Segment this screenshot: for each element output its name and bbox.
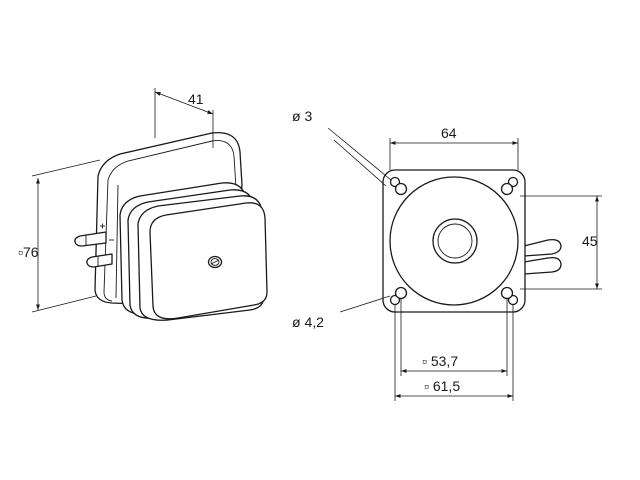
dim-width-front: 64 [441,125,457,141]
perspective-view: 41 ▫76 [18,88,268,321]
dim-hole-spacing-inner: ▫ 53,7 [422,353,458,369]
dim-hole-small: ø 3 [292,108,312,124]
mount-holes-top-right [500,176,519,196]
front-view: ø 3 ø 4,2 64 45 ▫ 53,7 ▫ 61,5 [292,108,602,401]
nozzle-lower [86,253,113,268]
dim-hole-spacing-outer: ▫ 61,5 [424,378,460,394]
screw-icon [207,255,223,269]
nozzle-upper [74,231,107,247]
center-hub-inner [437,223,473,259]
mount-holes-bottom-left [389,286,408,306]
dim-width-top: 41 [188,91,204,107]
dim-nozzle-spacing: 45 [582,233,598,249]
dim-hole-large: ø 4,2 [292,314,324,330]
housing-back-rim [107,140,237,189]
center-hub-outer [432,218,478,264]
housing-back-edge [103,179,113,302]
side-nozzle [523,238,562,275]
mount-holes-bottom-right [500,286,519,306]
dim-height-side: ▫76 [18,244,39,260]
mount-holes-top-left [389,176,408,196]
housing-front-edge [115,184,119,299]
